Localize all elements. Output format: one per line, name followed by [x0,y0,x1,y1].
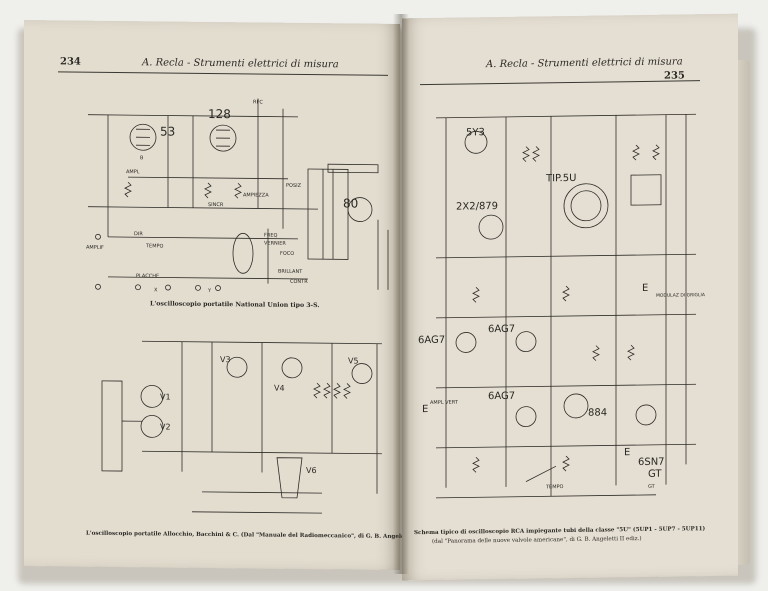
right-figure-caption-line2: (dal "Panorama delle nuove valvole ameri… [432,536,642,545]
e-tempo-terminal-label: E [624,447,630,458]
right-figure-caption-line1: Schema tipico di oscilloscopio RCA impie… [414,526,706,537]
rfc-label: RFC [253,99,263,105]
left-page: 234 A. Recla - Strumenti elettrici di mi… [24,20,416,570]
foco-label: FOCO [280,251,294,257]
tube-gt-label: GT [648,469,662,480]
left-running-head: A. Recla - Strumenti elettrici di misura [142,57,339,71]
v6-label: V6 [306,466,317,475]
tempo-label: TEMPO [545,484,564,490]
e-terminal-label: E [422,404,428,415]
tempo-label: TEMPO [145,243,164,249]
e-modulaz-terminal-label: E [642,283,648,294]
b-label: B [140,155,144,161]
tube-5u-label: TIP.5U [545,173,576,184]
book-spine-gutter [393,14,409,574]
v2-label: V2 [160,422,171,431]
figure2-caption: L'oscilloscopio portatile Allocchio, Bac… [86,530,417,541]
ampl-label: AMPL [126,169,140,175]
freq-label: FREQ [264,233,278,239]
tube-80-label: 80 [343,196,358,210]
tube-53-label: 53 [160,124,175,138]
allocchio-bacchini-schematic: V1 V2 V3 V4 V5 V6 [101,340,382,514]
gt-suffix-label: GT [648,484,656,490]
amplif-label: AMPLIF [86,245,104,251]
vernier-label: VERNIER [264,241,286,247]
placche-y-label: Y [207,288,212,294]
tube-6ag7-b-label: 6AG7 [488,324,515,335]
ampl-vert-label: AMPL VERT [430,400,459,406]
left-page-number: 234 [60,56,81,68]
posiz-label: POSIZ [286,183,302,189]
v3-label: V3 [220,355,231,364]
contr-label: CONTR [290,279,308,285]
tube-6sn7-label: 6SN7 [638,457,665,468]
tube-6ag7-c-label: 6AG7 [488,391,515,402]
tube-2x2-879-label: 2X2/879 [456,201,498,213]
brillant-label: BRILLANT [278,269,303,275]
placche-x-label: X [154,287,158,293]
tube-128-label: 128 [208,107,231,121]
v4-label: V4 [274,384,285,393]
national-union-schematic: 53 128 RFC 80 AMPL SINCR AMPIEZZA POSIZ … [86,98,389,294]
dir-label: DIR [134,231,143,237]
v1-label: V1 [160,392,171,401]
v5-label: V5 [348,356,359,365]
modulaz-griglia-label: MODULAZ DI GRIGLIA [656,292,706,299]
tube-6ag7-a-label: 6AG7 [418,335,445,346]
right-running-head: A. Recla - Strumenti elettrici di misura [486,56,683,71]
page-stack-edge [736,60,750,565]
figure1-caption: L'oscilloscopio portatile National Union… [150,300,320,310]
tube-884-label: 884 [588,407,607,418]
rca-oscilloscope-schematic: 5Y3 2X2/879 TIP.5U 6AG7 6AG7 6AG7 884 6S… [418,113,706,499]
ampiezza-label: AMPIEZZA [243,192,269,198]
left-header-rule [58,71,388,76]
sincr-label: SINCR [208,202,224,208]
right-page: A. Recla - Strumenti elettrici di misura… [402,13,738,581]
tube-5y3-label: 5Y3 [466,127,485,138]
placche-label: PLACCHE [136,273,159,279]
